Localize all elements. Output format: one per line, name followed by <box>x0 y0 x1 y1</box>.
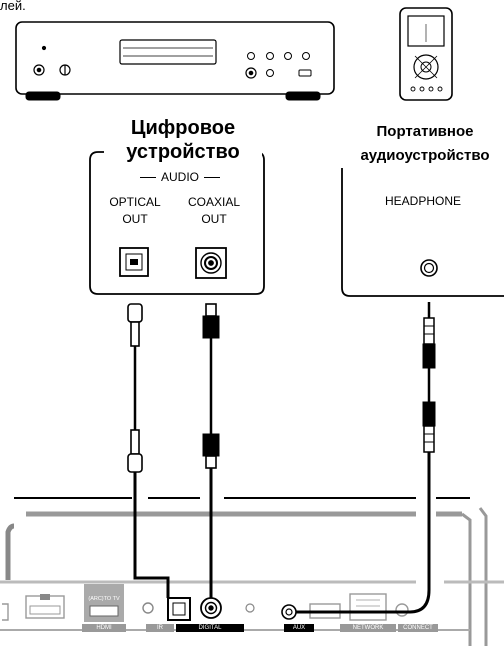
usb-label: USB <box>318 625 332 631</box>
network-label: NETWORK <box>352 625 384 631</box>
intro-text: лей. <box>0 0 26 13</box>
audio-label: AUDIO <box>160 170 199 184</box>
cd-player-illustration <box>15 21 335 101</box>
hdmi-arc-label: (ARC)TO TV <box>88 596 120 602</box>
audio-heading: AUDIO <box>120 170 240 184</box>
connect-label: CONNECT <box>403 625 433 631</box>
coaxial-out-label: COAXIAL OUT <box>172 194 256 228</box>
portable-device-title-line2: аудиоустройство <box>360 147 490 164</box>
audio-dash-left <box>139 177 156 179</box>
digital-device-title-line2: устройство <box>126 141 240 163</box>
headphone-jack <box>420 259 438 277</box>
optical-out-label: OPTICAL OUT <box>98 194 172 228</box>
digital-device-title: Цифровое устройство <box>104 116 262 164</box>
optical-out-port <box>119 247 149 277</box>
aux-in-label: AUX <box>292 625 306 631</box>
coaxial-out-port <box>195 247 227 279</box>
digital-in-label: DIGITAL <box>198 625 222 631</box>
hdmi-label: HDMI <box>96 625 112 631</box>
audio-dash-right <box>204 177 220 179</box>
optical-cable <box>127 303 170 598</box>
portable-device-title: Портативное аудиоустройство <box>338 120 504 168</box>
coaxial-cable <box>202 303 220 598</box>
optical-sub-label: OUT <box>122 212 148 226</box>
digital-device-title-line1: Цифровое <box>130 117 236 139</box>
headphone-label: HEADPHONE <box>384 194 461 208</box>
coaxial-sub-label: OUT <box>201 212 227 226</box>
digital-device-box <box>89 151 265 295</box>
optical-label: OPTICAL <box>109 195 161 209</box>
ir-label: IR <box>157 625 163 631</box>
headphone-cable <box>296 302 436 614</box>
portable-device-box <box>341 153 504 297</box>
rear-panel-illustration <box>0 497 504 646</box>
coaxial-label: COAXIAL <box>187 195 241 209</box>
portable-device-title-line1: Портативное <box>376 123 474 140</box>
portable-player-illustration <box>399 7 453 101</box>
